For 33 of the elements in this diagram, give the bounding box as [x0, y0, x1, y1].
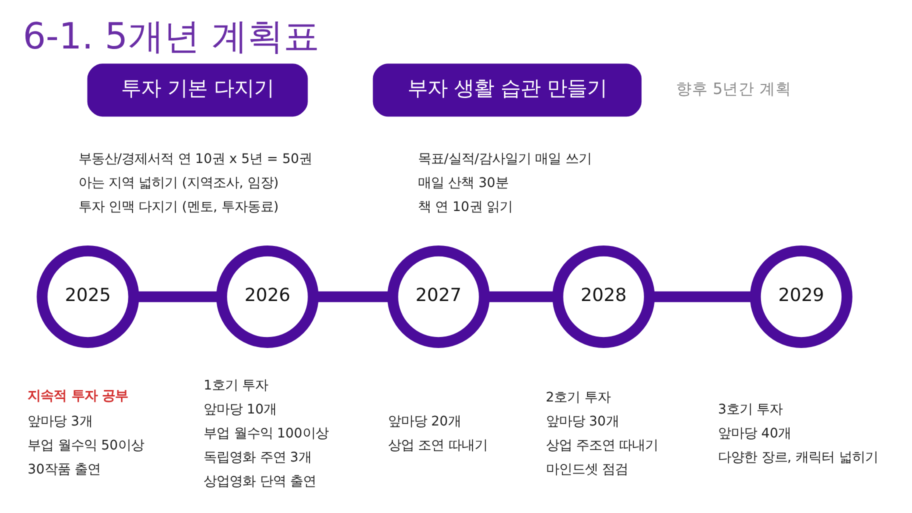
node-label: 다양한 장르, 캐릭터 넓히기	[718, 450, 878, 466]
node-label: 앞마당 20개	[388, 414, 462, 429]
diagram-title: 6-1. 5개년 계획표	[22, 14, 320, 58]
node-label: 1호기 투자	[204, 378, 268, 393]
node-label: 2호기 투자	[546, 390, 610, 405]
node-circle: 2029	[750, 245, 852, 348]
node-label: 독립영화 주연 3개	[204, 450, 312, 466]
node-label: 아는 지역 넓히기 (지역조사, 임장)	[78, 175, 279, 190]
node-box: 투자 기본 다지기	[87, 63, 308, 116]
node-label: 앞마당 3개	[28, 414, 92, 429]
node-label: 지속적 투자 공부	[28, 388, 128, 404]
node-circle: 2026	[216, 245, 319, 348]
node-label: 앞마당 30개	[546, 414, 619, 429]
label: 향후 5년간 계획	[676, 78, 792, 98]
node-label: 상업 조연 따내기	[388, 438, 488, 454]
node-label: 부업 월수익 50이상	[28, 438, 144, 454]
node-circle: 2028	[552, 245, 655, 348]
node-circle: 2027	[387, 245, 490, 348]
node-label: 목표/실적/감사일기 매일 쓰기	[418, 151, 592, 166]
node-label: 상업영화 단역 출연	[204, 474, 316, 490]
node-label: 30작품 출연	[28, 462, 101, 478]
node-box: 부자 생활 습관 만들기	[372, 63, 642, 116]
node-label: 앞마당 40개	[718, 426, 792, 441]
node-label: 마인드셋 점검	[546, 462, 628, 478]
node-label: 부업 월수익 100이상	[204, 426, 328, 441]
node-label: 3호기 투자	[718, 402, 783, 417]
node-label: 상업 주조연 따내기	[546, 438, 658, 454]
node-label: 부동산/경제서적 연 10권 x 5년 = 50권	[78, 151, 312, 166]
node-label: 투자 인맥 다지기 (멘토, 투자동료)	[78, 199, 279, 214]
node-label: 앞마당 10개	[204, 402, 277, 417]
node-label: 매일 산책 30분	[418, 175, 508, 190]
node-circle: 2025	[36, 245, 140, 348]
node-label: 책 연 10권 읽기	[418, 199, 513, 214]
